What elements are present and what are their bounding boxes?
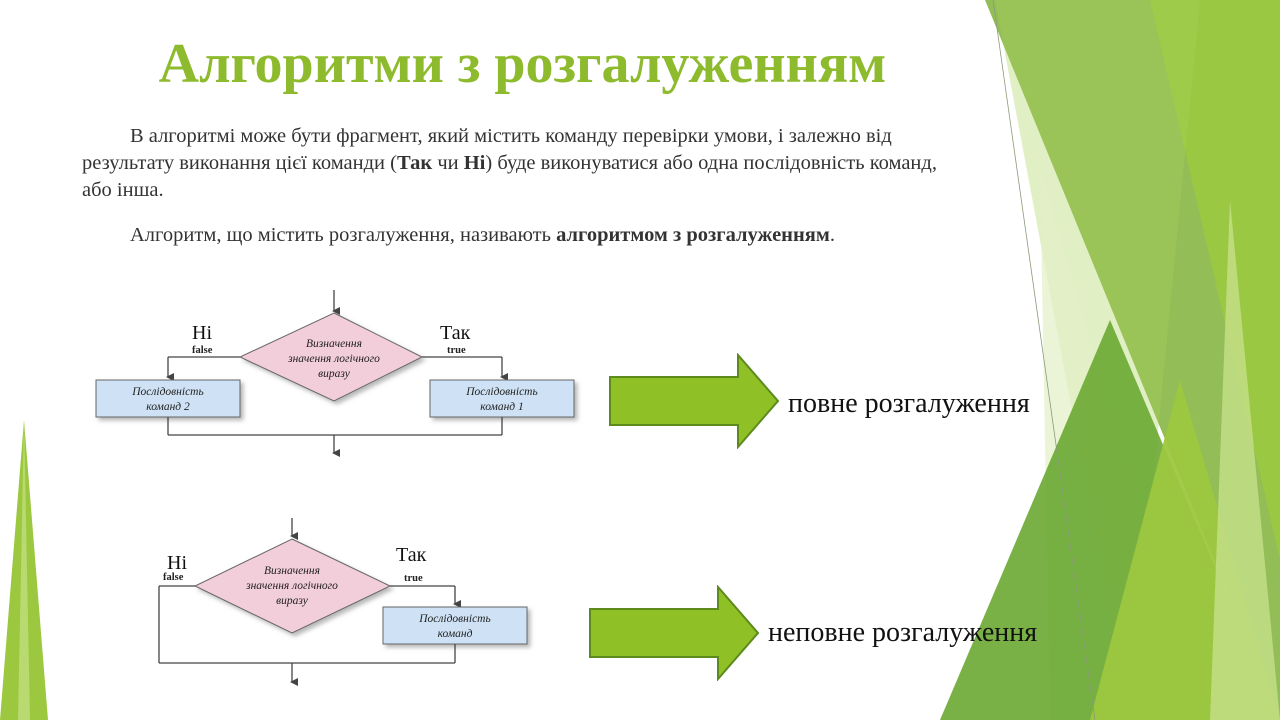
true-label: true (404, 573, 423, 584)
sequence-box (382, 606, 528, 645)
sequence-2-text-line-1: Послідовність (131, 386, 203, 398)
sequence-2-text-line-2: команд 2 (146, 401, 190, 413)
sequence-2-box (95, 379, 241, 418)
partial-branch-label: неповне розгалуження (768, 617, 1038, 648)
partial-branch-flowchart: Визначення значення логічного виразу Пос… (158, 518, 528, 686)
false-label: false (163, 572, 184, 583)
condition-text-line-2: значення логічного (245, 580, 338, 592)
slide-title: Алгоритми з розгалуженням (158, 33, 887, 95)
sequence-text-line-2: команд (438, 628, 473, 640)
no-label: Ні (192, 322, 212, 344)
condition-text-line-2: значення логічного (287, 353, 380, 365)
full-branch-label: повне розгалуження (788, 388, 1030, 419)
sequence-text-line-1: Послідовність (418, 613, 490, 625)
false-label: false (192, 345, 213, 356)
condition-text-line-1: Визначення (306, 338, 362, 350)
true-label: true (447, 345, 466, 356)
yes-label: Так (396, 544, 427, 566)
sequence-1-text-line-2: команд 1 (480, 401, 524, 413)
definition-paragraph: Алгоритм, що містить розгалуження, назив… (130, 224, 835, 246)
condition-text-line-1: Визначення (264, 565, 320, 577)
condition-diamond (193, 538, 392, 634)
condition-text-line-3: виразу (276, 595, 309, 607)
condition-text-line-3: виразу (318, 368, 351, 380)
sequence-1-box (429, 379, 575, 418)
sequence-1-text-line-1: Послідовність (465, 386, 537, 398)
no-label: Ні (167, 552, 187, 574)
full-branch-arrow (609, 353, 780, 449)
partial-branch-arrow (589, 585, 760, 681)
condition-diamond (238, 312, 424, 402)
yes-label: Так (440, 322, 471, 344)
intro-paragraph: В алгоритмі може бути фрагмент, який міс… (82, 125, 937, 201)
full-branch-flowchart: Визначення значення логічного виразу Пос… (95, 290, 575, 457)
